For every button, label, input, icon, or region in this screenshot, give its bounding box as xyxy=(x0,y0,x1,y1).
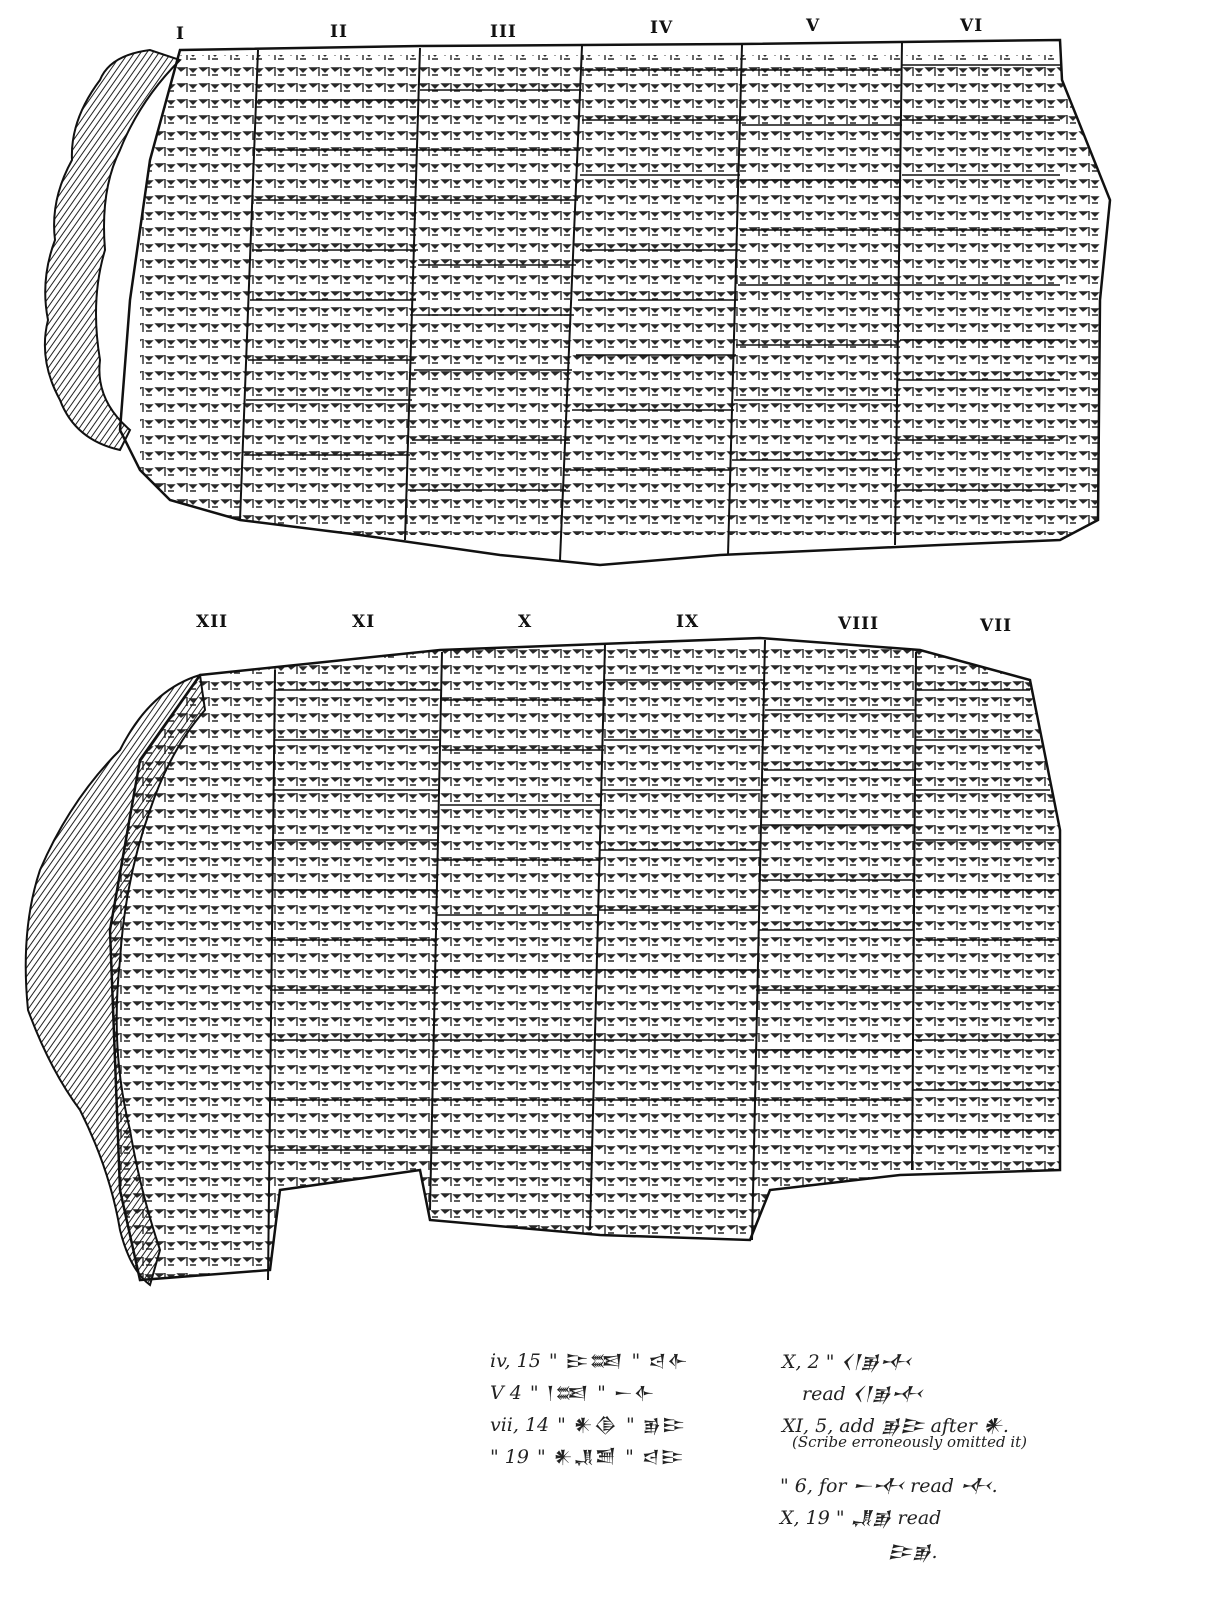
correction-ref: X, 2 xyxy=(782,1351,820,1373)
correction-ref: " 19 xyxy=(490,1446,529,1468)
obverse-broken-edge xyxy=(43,48,182,452)
column-label-xii: XII xyxy=(196,612,229,632)
correction-ref: vii, 14 xyxy=(490,1414,550,1436)
correction-row: 𒄿𒂊. xyxy=(888,1529,938,1572)
column-label-x: X xyxy=(518,612,533,632)
correction-ref: V 4 xyxy=(490,1382,522,1404)
correction-row: vii, 14"𒀭𒆠"𒂊𒄿 xyxy=(490,1403,686,1444)
column-label-xi: XI xyxy=(352,612,376,632)
correction-row: X, 2 " 𒌋𒁹𒂊𒋾 xyxy=(782,1339,911,1382)
correction-wrong-sign: 𒁹𒌅 xyxy=(546,1383,590,1404)
correction-wrong-sign: 𒀭𒂗𒍪 xyxy=(553,1447,618,1468)
correction-ref: iv, 15 xyxy=(490,1350,541,1372)
correction-row: XI, 5, add 𒂊𒄿 after 𒀭. xyxy=(782,1403,1009,1446)
correction-row: read 𒌋𒁹𒂊𒋾 xyxy=(802,1371,923,1414)
correction-right-sign: 𒂊𒄿 xyxy=(642,1415,686,1436)
reverse-cuneiform-signs xyxy=(110,645,1060,1280)
correction-row: (Scribe erroneously omitted it) xyxy=(792,1433,1027,1451)
obverse-cuneiform-signs xyxy=(140,55,1100,535)
column-label-ii: II xyxy=(330,22,348,42)
correction-wrong-sign: 𒀭𒆠 xyxy=(573,1415,618,1436)
correction-text: (Scribe erroneously omitted it) xyxy=(792,1433,1027,1451)
correction-text: read 𒌋𒁹𒂊𒋾 xyxy=(802,1383,923,1405)
correction-ref: " 6, for xyxy=(780,1475,847,1497)
obverse-outline xyxy=(118,38,1112,567)
correction-row: V 4"𒁹𒌅"𒀸𒅆 xyxy=(490,1371,655,1412)
tablet-obverse-drawing xyxy=(43,38,1112,567)
column-label-viii: VIII xyxy=(838,614,880,634)
correction-wrong-sign: 𒄿𒌅 xyxy=(565,1351,624,1372)
correction-row: X, 19 " 𒂗𒂊 read xyxy=(780,1495,941,1538)
correction-row: iv, 15"𒄿𒌅"𒁀𒅆 xyxy=(490,1339,689,1380)
correction-right-sign: 𒁀𒅆 xyxy=(648,1351,689,1372)
column-label-vi: VI xyxy=(960,16,984,36)
correction-text: 𒂊𒄿 after 𒀭. xyxy=(880,1415,1009,1437)
column-label-vii: VII xyxy=(980,616,1013,636)
correction-right-sign: 𒁀𒄿 xyxy=(641,1447,685,1468)
correction-right-sign: 𒀸𒅆 xyxy=(613,1383,656,1404)
correction-text: " 𒌋𒁹𒂊𒋾 xyxy=(825,1351,912,1373)
correction-ref: XI, 5, add xyxy=(782,1415,875,1437)
corrections-note: iv, 15"𒄿𒌅"𒁀𒅆 V 4"𒁹𒌅"𒀸𒅆 vii, 14"𒀭𒆠"𒂊𒄿 " 1… xyxy=(490,1335,1210,1605)
correction-text: " 𒂗𒂊 read xyxy=(835,1507,942,1529)
column-label-i: I xyxy=(176,24,185,44)
column-label-iv: IV xyxy=(650,18,674,38)
correction-ref: X, 19 xyxy=(780,1507,830,1529)
column-label-iii: III xyxy=(490,22,517,42)
correction-row: " 6, for 𒀸𒋾 read 𒋾. xyxy=(780,1463,998,1506)
column-label-ix: IX xyxy=(676,612,700,632)
correction-row: " 19"𒀭𒂗𒍪"𒁀𒄿 xyxy=(490,1435,685,1476)
column-label-v: V xyxy=(806,16,821,36)
correction-text: 𒀸𒋾 read 𒋾. xyxy=(852,1475,998,1497)
correction-text: 𒄿𒂊. xyxy=(888,1541,938,1563)
tablet-reverse-drawing xyxy=(24,636,1062,1287)
